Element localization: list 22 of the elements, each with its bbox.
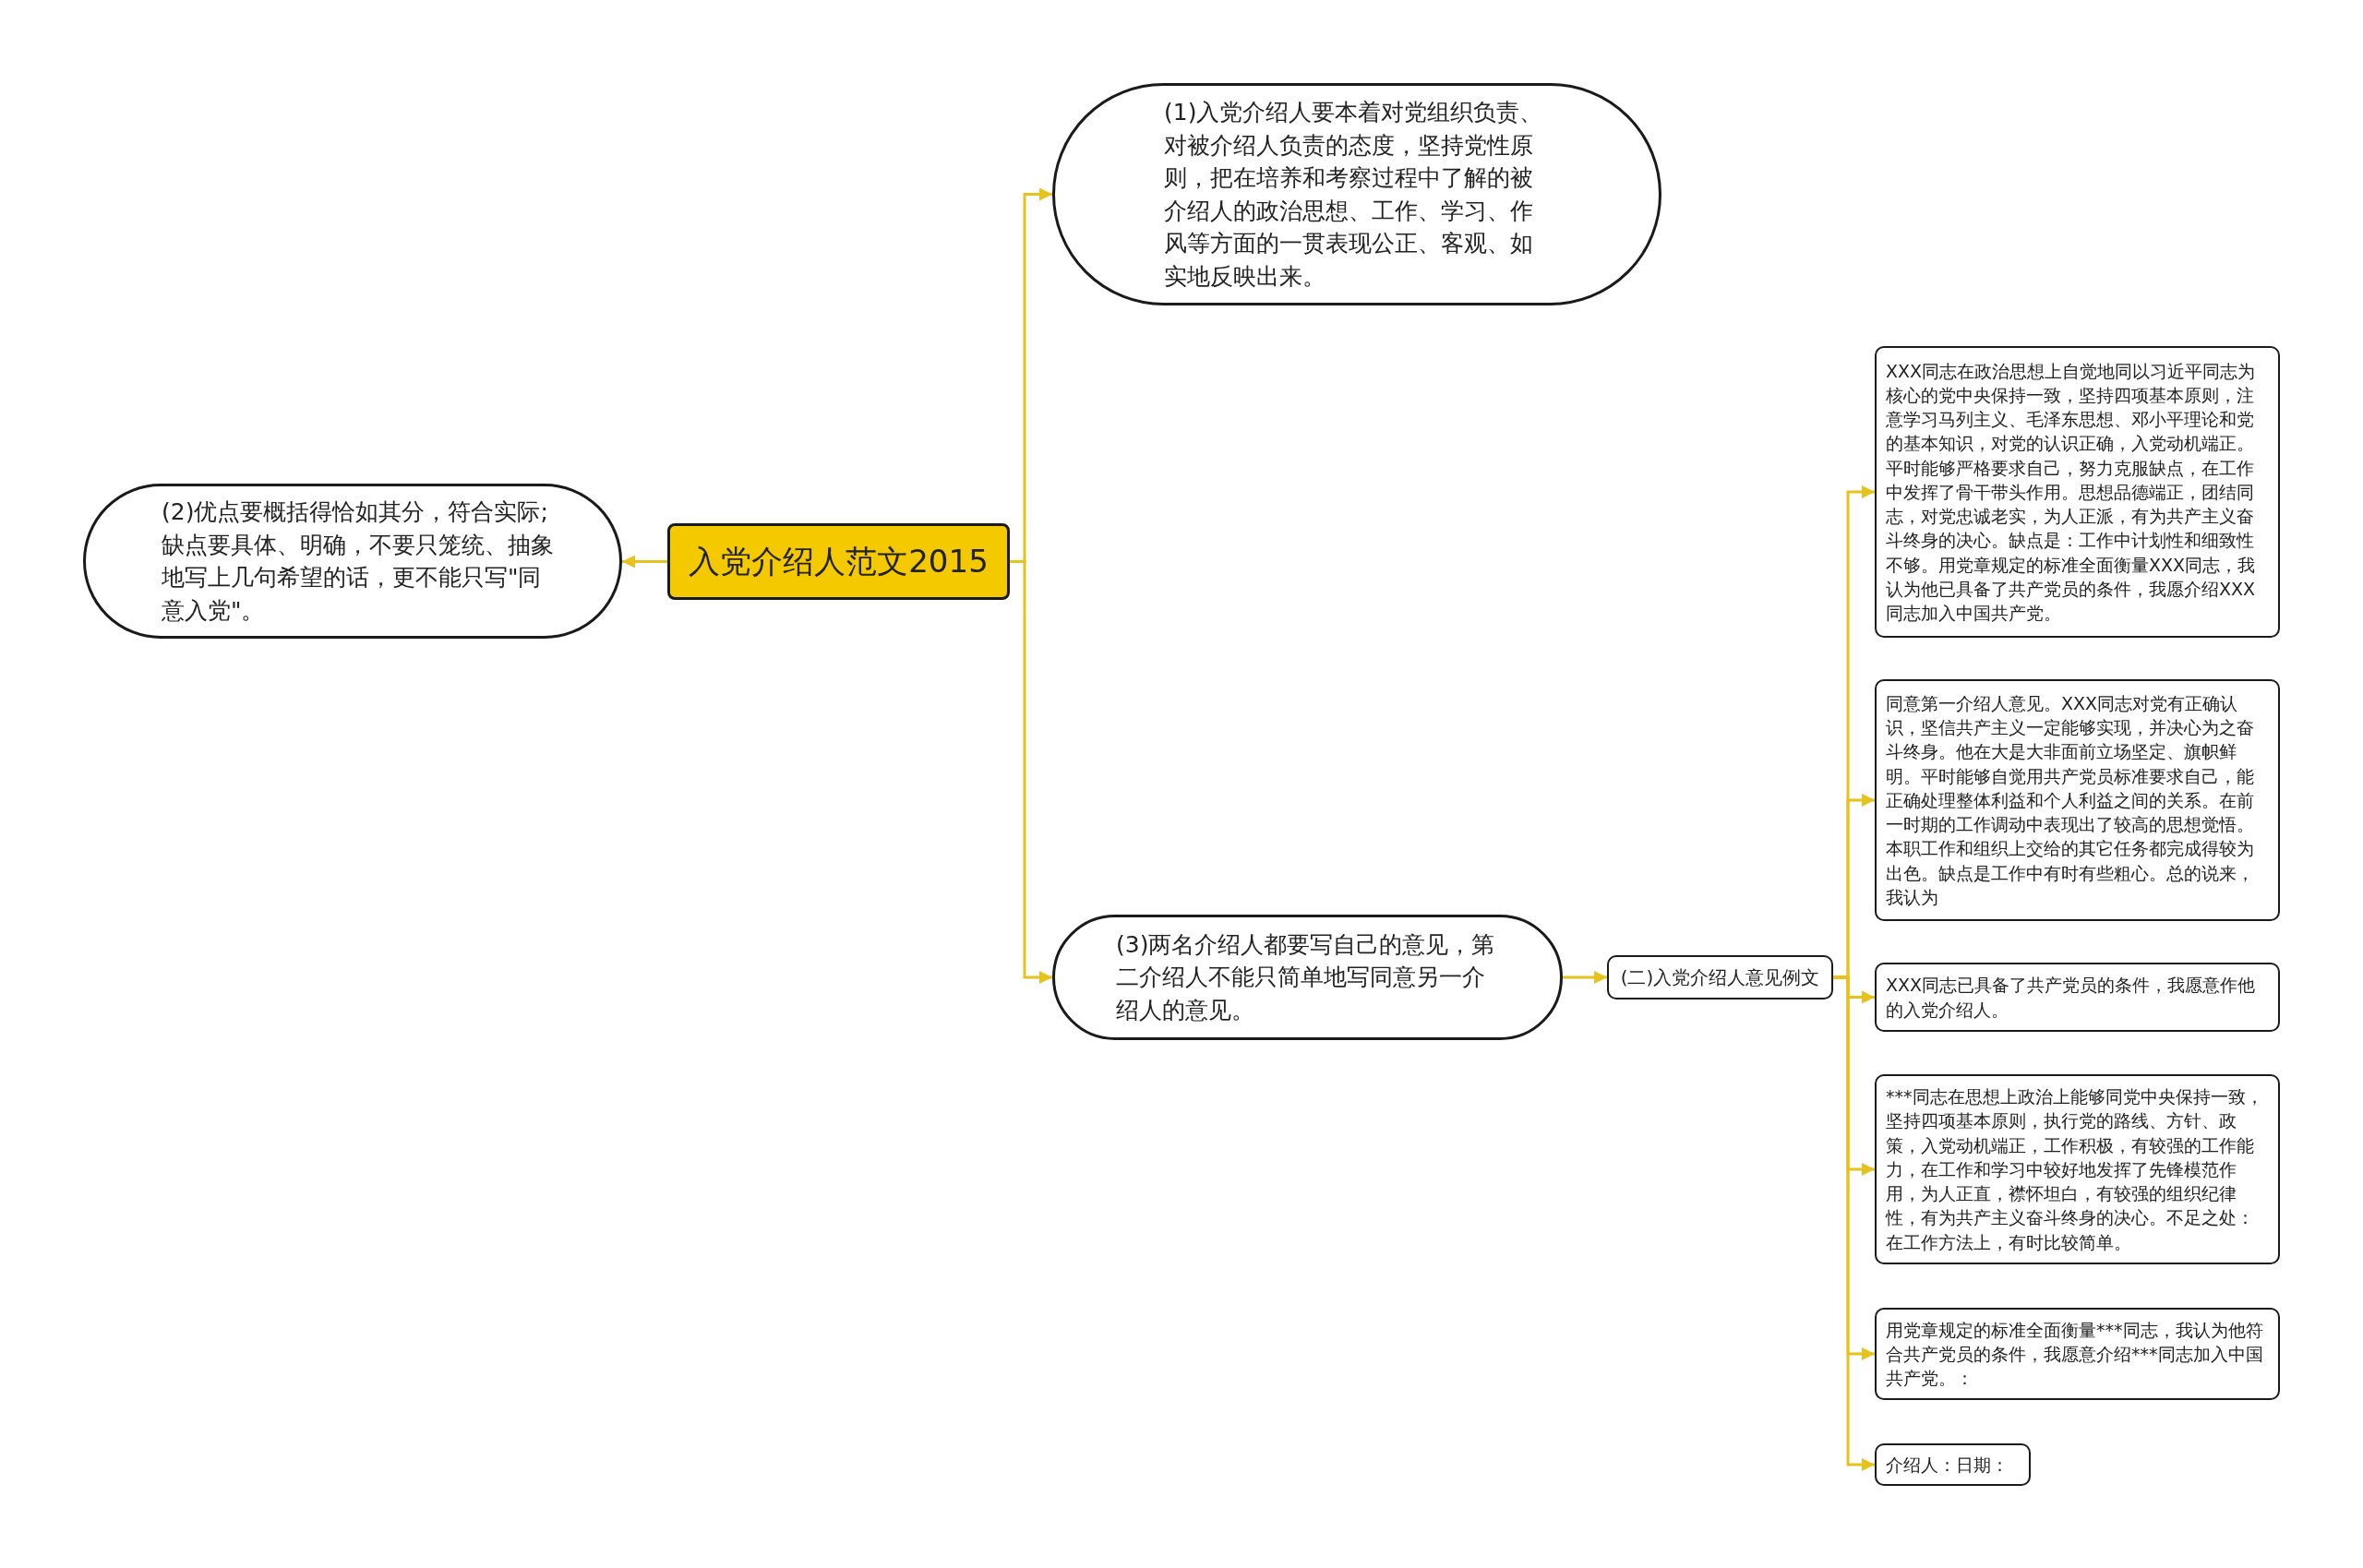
node-text: 入党介绍人范文2015 [689,541,989,581]
text-card [1875,346,2280,638]
text-card [1875,1443,2031,1486]
node-text: 介绍人：日期： [1886,1453,2009,1477]
node-text: (二)入党介绍人意见例文 [1620,964,1820,990]
connector-arrow [622,555,667,569]
text-card [1875,679,2280,921]
text-card [1875,1308,2280,1400]
node-text: (3)两名介绍人都要写自己的意见，第二介绍人不能只简单地写同意另一介绍人的意见。 [1116,929,1496,1025]
node-text: 同意第一介绍人意见。XXX同志对党有正确认识，坚信共产主义一定能够实现，并决心为之奋斗终身。他在大是大非面前立场坚定、旗帜鲜明。平时能够自觉用共产党员标准要求自己，能正确处理整体利益和个人利益之间的关系。在前一时期的工作调动中表现出了较高的思想觉悟。本职工作和组织上交给的其它任务都完成得较为出色。缺点是工作中有时有些粗心。总的说来，我认为 [1886,692,2255,909]
node-text: 用党章规定的标准全面衡量***同志，我认为他符合共产党员的条件，我愿意介绍***同志加入中国共产党。： [1886,1318,2264,1391]
node-text: XXX同志已具备了共产党员的条件，我愿意作他的入党介绍人。 [1886,974,2257,1022]
connector-arrow [1010,560,1052,984]
node-text: (1)入党介绍人要本着对党组织负责、对被介绍人负责的态度，坚持党性原则，把在培养和考察过程中了解的被介绍人的政治思想、工作、学习、作风等方面的一贯表现公正、客观、如实地反映出来。 [1164,98,1544,292]
topic-box [667,523,1010,600]
text-card [1875,1074,2280,1264]
node-text: (2)优点要概括得恰如其分，符合实际;缺点要具体、明确，不要只笼统、抽象地写上几句希望的话，更不能只写"同意入党"。 [162,497,554,626]
node-text: XXX同志在政治思想上自觉地同以习近平同志为核心的党中央保持一致，坚持四项基本原则，注意学习马列主义、毛泽东思想、邓小平理论和党的基本知识，对党的认识正确，入党动机端正。平时能够严格要求自己，努力克服缺点，在工作中发挥了骨干带头作用。思想品德端正，团结同志，对党忠诚老实，为人正派，有为共产主义奋斗终身的决心。缺点是：工作中计划性和细致性不够。用党章规定的标准全面衡量XXX同志，我认为他已具备了共产党员的条件，我愿介绍XXX同志加入中国共产党。 [1886,359,2257,625]
text-card [1875,963,2280,1032]
connector-arrow [1563,971,1607,984]
subtopic-box [1607,955,1833,999]
node-text: ***同志在思想上政治上能够同党中央保持一致，坚持四项基本原则，执行党的路线、方针、政策，入党动机端正，工作积极，有较强的工作能力，在工作和学习中较好地发挥了先锋模范作用，为人正直，襟怀坦白，有较强的组织纪律性，有为共产主义奋斗终身的决心。不足之处：在工作方法上，有时比较简单。 [1886,1085,2264,1254]
